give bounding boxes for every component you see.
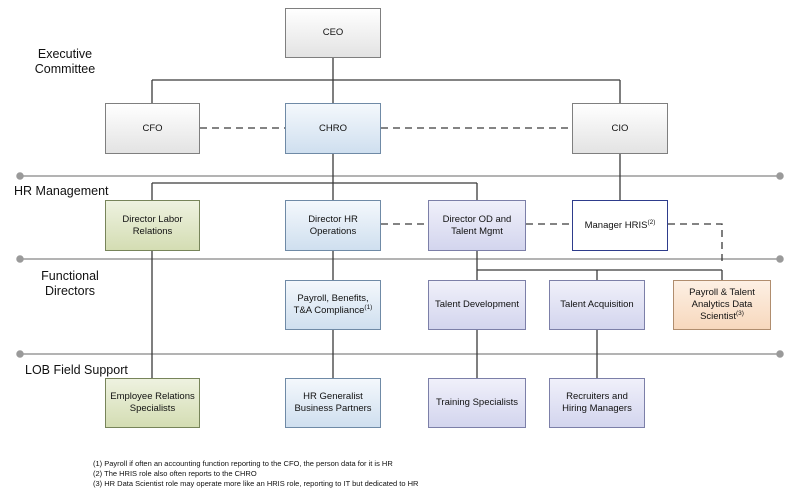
payroll-benefits-box: Payroll, Benefits, T&A Compliance(1): [285, 280, 381, 330]
footnote-3: (3) HR Data Scientist role may operate m…: [93, 479, 419, 488]
band-label-hr-management: HR Management: [14, 184, 109, 198]
analytics-data-scientist-label: Payroll & Talent Analytics Data Scientis…: [689, 287, 755, 322]
reporting-lines: [151, 58, 723, 378]
cio-box: CIO: [572, 103, 668, 154]
band-label-functional: Functional Directors: [41, 269, 99, 298]
payroll-footnote-ref: (1): [364, 303, 373, 311]
footnote-1: (1) Payroll if often an accounting funct…: [93, 459, 393, 468]
payroll-benefits-label: Payroll, Benefits, T&A Compliance: [293, 293, 369, 316]
band-label-lob: LOB Field Support: [25, 363, 128, 377]
analytics-footnote-ref: (3): [735, 309, 744, 317]
cfo-box: CFO: [105, 103, 200, 154]
talent-development-box: Talent Development: [428, 280, 526, 330]
manager-hris-box: Manager HRIS(2): [572, 200, 668, 251]
director-od-talent-box: Director OD and Talent Mgmt: [428, 200, 526, 251]
manager-hris-label: Manager HRIS: [584, 219, 648, 231]
dotted-lines: [200, 127, 723, 262]
hr-generalist-box: HR Generalist Business Partners: [285, 378, 381, 428]
talent-acquisition-box: Talent Acquisition: [549, 280, 645, 330]
employee-relations-box: Employee Relations Specialists: [105, 378, 200, 428]
band-separators: [16, 172, 784, 358]
recruiters-box: Recruiters and Hiring Managers: [549, 378, 645, 428]
ceo-box: CEO: [285, 8, 381, 58]
analytics-data-scientist-box: Payroll & Talent Analytics Data Scientis…: [673, 280, 771, 330]
director-hr-operations-box: Director HR Operations: [285, 200, 381, 251]
manager-hris-footnote-ref: (2): [647, 218, 656, 226]
band-label-executive: Executive Committee: [34, 47, 96, 76]
footnotes: (1) Payroll if often an accounting funct…: [93, 459, 418, 489]
director-labor-relations-box: Director Labor Relations: [105, 200, 200, 251]
chro-box: CHRO: [285, 103, 381, 154]
footnote-2: (2) The HRIS role also often reports to …: [93, 469, 257, 478]
training-specialists-box: Training Specialists: [428, 378, 526, 428]
